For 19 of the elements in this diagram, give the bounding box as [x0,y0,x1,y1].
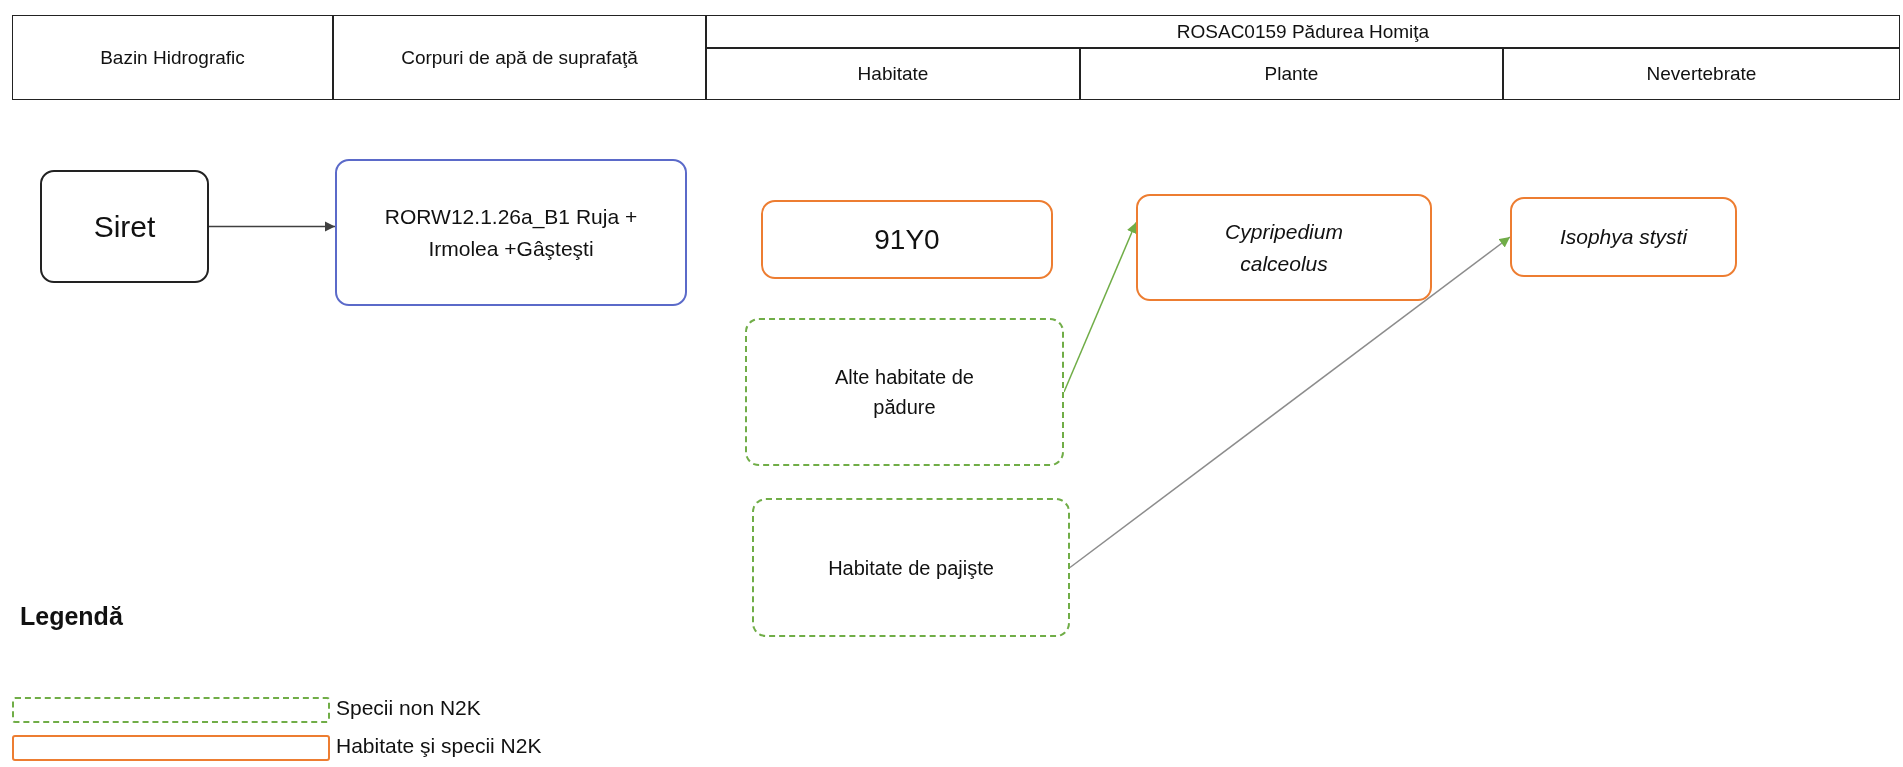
table-header-cell: ROSAC0159 Pădurea Homiţa [706,15,1900,48]
table-header-cell: Habitate [706,48,1080,100]
arrow [1069,236,1511,569]
table-header-cell: Nevertebrate [1503,48,1900,100]
habitat-box: Alte habitate de pădure [745,318,1064,466]
species-box: Isophya stysti [1510,197,1737,277]
legend-label: Specii non N2K [336,696,481,720]
habitat-box: 91Y0 [761,200,1053,279]
legend-heading: Legendă [20,602,123,631]
table-header-cell: Corpuri de apă de suprafaţă [333,15,706,100]
species-box: Cypripedium calceolus [1136,194,1432,301]
legend-label: Habitate şi specii N2K [336,734,542,758]
table-header-cell: Bazin Hidrografic [12,15,333,100]
arrow [208,221,336,232]
arrow [1063,221,1137,393]
process-box: RORW12.1.26a_B1 Ruja + Irmolea +Gâşteşti [335,159,687,306]
table-header-cell: Plante [1080,48,1503,100]
process-box: Siret [40,170,209,283]
habitat-box: Habitate de pajişte [752,498,1070,637]
